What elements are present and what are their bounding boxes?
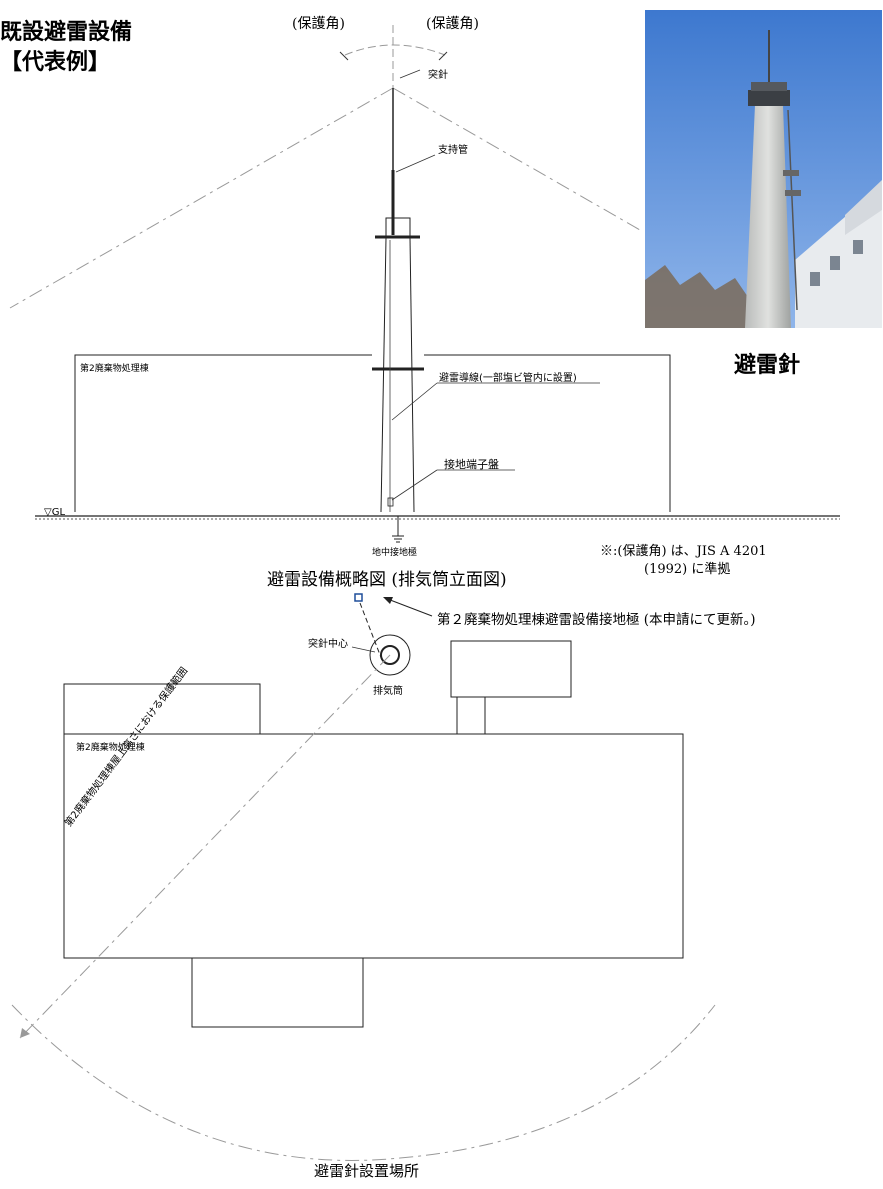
plan-main-building [63, 733, 684, 959]
terminal-panel [387, 497, 394, 507]
building-elevation-outline [74, 354, 372, 512]
page-title: 既設避雷設備 [0, 20, 133, 45]
standard-note-line1: ※:(保護角) は、JIS A 4201 [600, 544, 767, 559]
stack-label: 排気筒 [373, 686, 403, 697]
standard-note-line2: (1992) に準拠 [644, 562, 731, 577]
stack-right-wall [409, 237, 415, 513]
elevation-caption: 避雷設備概略図 (排気筒立面図) [267, 570, 507, 590]
plan-annex-upper-right [450, 640, 572, 698]
support-pipe-label: 支持管 [438, 145, 468, 156]
building-elevation-label: 第2廃棄物処理棟 [80, 364, 149, 374]
plan-connector [456, 696, 486, 735]
stack-plan-outer [369, 634, 411, 676]
electrode-to-stack-line [359, 602, 383, 661]
protection-cone-left [9, 87, 394, 309]
callout-arrow [384, 597, 433, 617]
protection-cone-right [392, 87, 641, 231]
gl-label: ▽GL [44, 507, 66, 518]
spike-label: 突針 [428, 70, 448, 81]
stack-left-wall [380, 237, 387, 513]
protection-radius-line [19, 654, 391, 1039]
page-subtitle: 【代表例】 [0, 50, 111, 75]
plan-annex-bottom [191, 957, 364, 1028]
stack-top-box [385, 217, 411, 239]
terminal-panel-label: 接地端子盤 [444, 458, 499, 471]
ground-electrode-marker [354, 593, 363, 602]
lightning-rod-photo [645, 10, 882, 328]
conductor-label: 避雷導線(一部塩ビ管内に設置) [439, 373, 577, 384]
building-plan-label: 第2廃棄物処理棟 [76, 743, 145, 753]
protection-angle-arc [344, 44, 446, 56]
protection-angle-right-label: (保護角) [426, 16, 479, 32]
electrode-callout-label: 第２廃棄物処理棟避雷設備接地極 (本申請にて更新。) [437, 612, 756, 628]
protection-range-arc [11, 1004, 716, 1161]
protection-angle-left-label: (保護角) [292, 16, 345, 32]
ground-electrode-label: 地中接地極 [372, 548, 418, 558]
stack-plan-inner [380, 645, 400, 665]
spike-center-label: 突針中心 [308, 639, 348, 650]
plan-caption: 避雷針設置場所 [314, 1162, 420, 1180]
photo-caption: 避雷針 [734, 353, 801, 378]
